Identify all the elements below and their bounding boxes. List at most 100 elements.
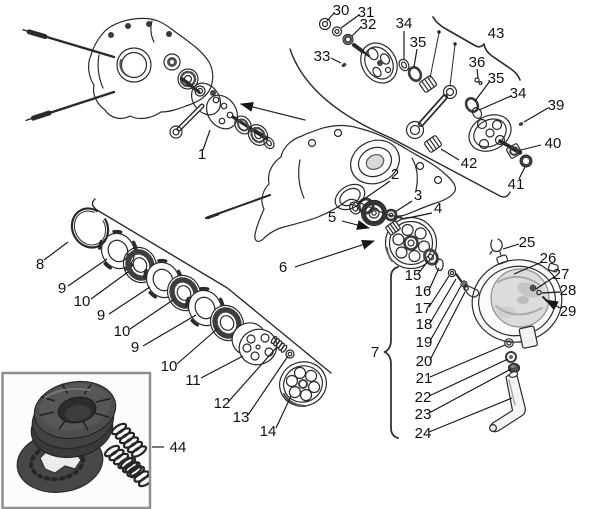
callout-label-20: 20 <box>416 353 433 370</box>
callout-label-10: 10 <box>114 323 131 340</box>
callout-label-10: 10 <box>74 293 91 310</box>
callout-leader-15 <box>417 260 429 275</box>
callout-leader-10 <box>129 299 174 330</box>
callout-label-33: 33 <box>314 48 331 65</box>
callout-label-4: 4 <box>434 200 442 217</box>
callout-leader-34 <box>478 95 512 111</box>
callout-label-39: 39 <box>548 97 565 114</box>
callout-label-14: 14 <box>260 423 277 440</box>
callout-label-25: 25 <box>519 234 536 251</box>
crankshaft-assembled <box>169 77 275 150</box>
callout-label-18: 18 <box>416 316 433 333</box>
clutch-kit-photo-inset <box>1 371 152 509</box>
callout-label-9: 9 <box>131 339 139 356</box>
callout-leader-22 <box>428 358 509 397</box>
callout-label-32: 32 <box>360 16 377 33</box>
callout-label-6: 6 <box>279 259 287 276</box>
callout-leader-9 <box>142 314 197 347</box>
callout-label-10: 10 <box>161 358 178 375</box>
crankshaft-exploded-group <box>318 17 533 168</box>
crankcase-right-half <box>205 124 457 242</box>
callout-label-19: 19 <box>416 334 433 351</box>
callout-leader-35 <box>413 48 418 68</box>
callout-label-17: 17 <box>415 300 432 317</box>
callout-leader-33 <box>330 57 342 64</box>
callout-leader-25 <box>502 243 520 250</box>
callout-label-12: 12 <box>214 395 231 412</box>
callout-label-23: 23 <box>415 406 432 423</box>
callout-leader-10 <box>90 271 129 300</box>
callout-leader-5 <box>341 220 370 230</box>
clutch-assembly-group <box>349 197 468 288</box>
callout-label-22: 22 <box>415 389 432 406</box>
callout-leader-29 <box>545 299 561 311</box>
callout-label-5: 5 <box>328 209 336 226</box>
divider-lines <box>91 48 511 374</box>
callout-label-7: 7 <box>371 344 379 361</box>
callout-leader-8 <box>43 241 69 261</box>
callout-leader-32 <box>351 26 362 37</box>
callout-leader-21 <box>429 344 506 378</box>
callout-leader-6 <box>294 240 375 268</box>
callout-label-44: 44 <box>170 439 187 456</box>
callout-label-9: 9 <box>97 307 105 324</box>
callout-leader-27 <box>535 276 555 290</box>
callout-leader-30 <box>326 12 335 22</box>
callout-leader-24 <box>428 397 513 433</box>
callout-leader-9 <box>67 258 108 287</box>
callout-leader-9 <box>108 286 151 315</box>
callout-leader-31 <box>340 14 360 29</box>
inset-border <box>1 371 152 509</box>
callout-leader-17 <box>428 275 450 308</box>
callout-leader-11 <box>200 355 244 379</box>
callout-label-21: 21 <box>416 370 433 387</box>
callout-leader-3 <box>394 200 413 213</box>
callout-label-9: 9 <box>58 280 66 297</box>
callout-label-43: 43 <box>488 25 505 42</box>
callout-label-35: 35 <box>488 70 505 87</box>
callout-leader-35 <box>474 80 491 102</box>
callout-label-41: 41 <box>508 176 525 193</box>
callout-label-26: 26 <box>540 250 557 267</box>
callout-label-15: 15 <box>405 267 422 284</box>
callout-label-29: 29 <box>560 303 577 320</box>
placement-arrow <box>240 102 306 121</box>
callout-leader-13 <box>247 355 289 416</box>
callout-leader-1 <box>202 129 211 151</box>
callout-leader-20 <box>429 291 466 361</box>
callout-leader-2 <box>356 180 391 205</box>
callout-leader-23 <box>428 368 512 414</box>
callout-label-35: 35 <box>410 34 427 51</box>
clutch-springs-photo <box>103 422 149 488</box>
callout-leader-16 <box>428 267 440 291</box>
callout-leader-14 <box>275 395 292 429</box>
callout-label-27: 27 <box>553 266 570 283</box>
callout-label-31: 31 <box>358 4 375 21</box>
callout-leader-41 <box>518 166 526 180</box>
brace-7 <box>383 266 399 439</box>
callout-leader-18 <box>429 278 457 324</box>
callout-label-24: 24 <box>415 425 432 442</box>
callout-label-28: 28 <box>560 282 577 299</box>
bracket-43 <box>432 16 521 81</box>
callout-label-36: 36 <box>469 54 486 71</box>
callout-label-1: 1 <box>198 146 206 163</box>
callout-leader-10 <box>176 328 218 365</box>
callout-leader-12 <box>228 346 278 402</box>
pad-segment-lines <box>39 383 111 431</box>
callout-layer: 1234567891091091011121314151617181920212… <box>36 2 577 456</box>
clutch-hub <box>279 361 327 408</box>
callout-leader-28 <box>541 291 561 294</box>
callout-label-30: 30 <box>333 2 350 19</box>
clutch-plate-stack <box>70 207 327 408</box>
callout-leader-40 <box>520 144 542 151</box>
callout-leader-26 <box>513 261 543 275</box>
callout-label-13: 13 <box>233 409 250 426</box>
callout-label-8: 8 <box>36 256 44 273</box>
clutch-cover-group <box>463 238 563 433</box>
callout-leader-4 <box>402 212 433 220</box>
callout-leader-36 <box>476 68 479 79</box>
pressure-plate <box>231 322 278 366</box>
